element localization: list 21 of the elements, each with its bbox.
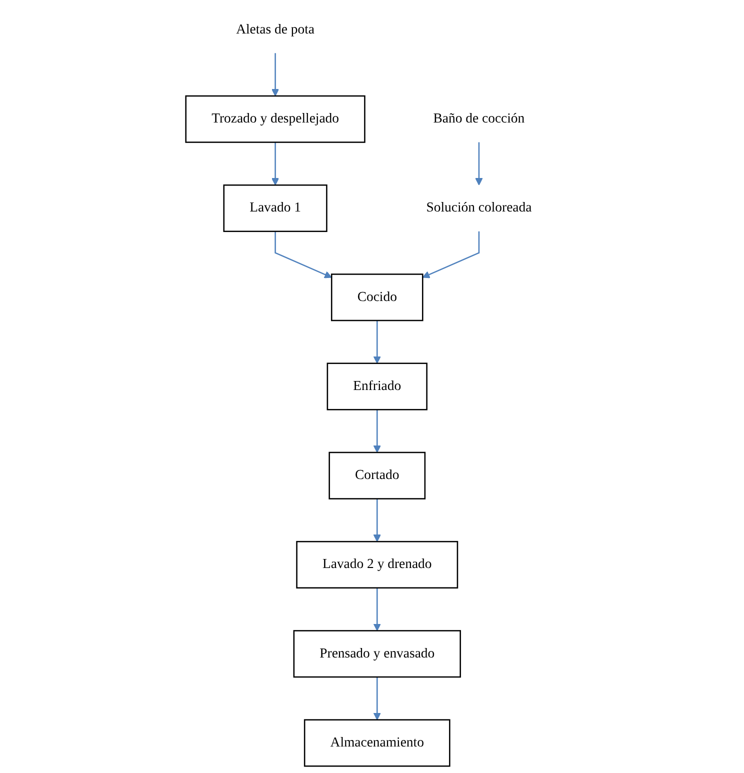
node-box: Cortado [329, 452, 426, 500]
arrow [272, 142, 280, 186]
node-box: Trozado y despellejado [186, 95, 366, 143]
node-box: Lavado 2 y drenado [296, 540, 458, 589]
arrow [272, 53, 280, 96]
node-box: Prensado y envasado [294, 630, 462, 678]
node-text: Solución coloreada [426, 200, 532, 216]
node-box: Almacenamiento [304, 719, 451, 767]
arrow [374, 410, 382, 453]
arrow [374, 320, 382, 364]
node-box: Enfriado [327, 362, 428, 410]
node-box: Cocido [331, 274, 424, 322]
node-box: Lavado 1 [224, 184, 328, 232]
arrow [275, 231, 332, 278]
arrow [374, 677, 382, 720]
node-text: Baño de cocción [434, 111, 526, 126]
arrow [422, 231, 480, 278]
arrow [476, 142, 484, 186]
node-text: Aletas de pota [236, 22, 315, 37]
arrow [374, 498, 382, 542]
arrow [374, 588, 382, 632]
